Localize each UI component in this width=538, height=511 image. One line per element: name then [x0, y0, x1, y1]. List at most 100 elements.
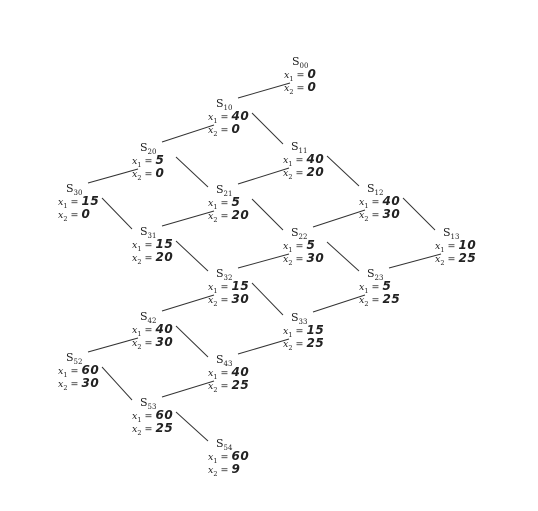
- x1-value: 40: [231, 365, 250, 379]
- edge-S10-S11: [251, 112, 284, 145]
- x1-value: 15: [306, 323, 325, 337]
- x1-row: x1 = 60: [132, 408, 174, 424]
- x2-row: x2 = 25: [435, 251, 477, 267]
- edge-S42-S43: [175, 325, 209, 358]
- x2-row: x2 = 25: [208, 378, 250, 394]
- x1-row: x1 = 0: [284, 67, 317, 83]
- state-index: 20: [147, 148, 157, 157]
- x1-row: x1 = 15: [283, 323, 325, 339]
- edge-S42-S52: [87, 337, 139, 353]
- x1-row: x1 = 40: [208, 365, 250, 381]
- x1-value: 5: [382, 279, 392, 293]
- edge-S20-S30: [87, 168, 139, 184]
- edge-S12-S22: [312, 209, 366, 228]
- state-label: S21: [216, 183, 233, 199]
- x2-value: 0: [307, 80, 317, 94]
- x1-row: x1 = 15: [58, 194, 100, 210]
- x2-value: 25: [155, 421, 174, 435]
- x2-row: x2 = 20: [208, 208, 250, 224]
- x2-row: x2 = 30: [58, 376, 100, 392]
- edge-S11-S21: [237, 167, 290, 185]
- state-index: 00: [299, 62, 309, 71]
- state-index: 22: [298, 233, 308, 242]
- x1-row: x1 = 10: [435, 238, 477, 254]
- x1-row: x1 = 5: [132, 153, 165, 169]
- state-label: S10: [216, 97, 233, 113]
- state-label: S52: [66, 351, 83, 367]
- state-index: 42: [147, 317, 157, 326]
- state-label: S11: [291, 140, 308, 156]
- state-index: 23: [374, 274, 384, 283]
- x1-value: 40: [382, 194, 401, 208]
- x2-value: 9: [231, 462, 241, 476]
- x2-row: x2 = 30: [359, 207, 401, 223]
- edge-S21-S31: [161, 210, 215, 227]
- x2-value: 20: [306, 165, 325, 179]
- x2-value: 30: [382, 207, 401, 221]
- state-label: S42: [140, 310, 157, 326]
- state-label: S53: [140, 396, 157, 412]
- state-index: 33: [298, 318, 308, 327]
- x1-row: x1 = 60: [208, 449, 250, 465]
- edge-S22-S23: [326, 241, 360, 272]
- state-index: 52: [73, 358, 83, 367]
- x2-value: 0: [231, 122, 241, 136]
- x2-value: 30: [231, 292, 250, 306]
- edge-S32-S33: [251, 282, 284, 316]
- x1-value: 40: [231, 109, 250, 123]
- x1-row: x1 = 15: [132, 237, 174, 253]
- x1-value: 40: [306, 152, 325, 166]
- x2-value: 30: [81, 376, 100, 390]
- edge-S32-S42: [161, 294, 215, 312]
- state-index: 30: [73, 189, 83, 198]
- state-index: 21: [223, 190, 233, 199]
- x2-row: x2 = 20: [132, 250, 174, 266]
- edge-S43-S53: [161, 380, 215, 398]
- edge-S10-S20: [161, 124, 215, 143]
- x2-value: 0: [81, 207, 91, 221]
- x1-value: 5: [231, 195, 241, 209]
- x2-row: x2 = 0: [208, 122, 241, 138]
- x2-value: 30: [155, 335, 174, 349]
- x1-row: x1 = 40: [132, 322, 174, 338]
- x1-value: 60: [231, 449, 250, 463]
- state-index: 13: [450, 233, 460, 242]
- x1-value: 15: [155, 237, 174, 251]
- x1-value: 5: [306, 238, 316, 252]
- state-label: S30: [66, 182, 83, 198]
- x2-row: x2 = 25: [359, 292, 401, 308]
- edge-S21-S22: [251, 198, 284, 231]
- x1-row: x1 = 5: [283, 238, 316, 254]
- state-label: S32: [216, 267, 233, 283]
- x1-value: 15: [231, 279, 250, 293]
- edge-S23-S33: [312, 294, 366, 313]
- state-label: S33: [291, 311, 308, 327]
- x1-value: 5: [155, 153, 165, 167]
- state-label: S43: [216, 353, 233, 369]
- edge-S52-S53: [101, 366, 133, 401]
- state-label: S31: [140, 225, 157, 241]
- state-label: S23: [367, 267, 384, 283]
- x2-row: x2 = 0: [58, 207, 91, 223]
- edge-S33-S43: [237, 338, 290, 355]
- x2-row: x2 = 30: [283, 251, 325, 267]
- x1-value: 10: [458, 238, 477, 252]
- x2-row: x2 = 0: [284, 80, 317, 96]
- x2-value: 25: [306, 336, 325, 350]
- x2-row: x2 = 9: [208, 462, 241, 478]
- state-label: S12: [367, 182, 384, 198]
- x1-value: 0: [307, 67, 317, 81]
- x1-row: x1 = 40: [283, 152, 325, 168]
- state-label: S54: [216, 437, 233, 453]
- state-index: 12: [374, 189, 384, 198]
- x2-row: x2 = 25: [283, 336, 325, 352]
- x1-value: 60: [81, 363, 100, 377]
- x1-value: 15: [81, 194, 100, 208]
- x2-value: 20: [155, 250, 174, 264]
- x2-value: 20: [231, 208, 250, 222]
- x2-value: 25: [458, 251, 477, 265]
- state-index: 53: [147, 403, 157, 412]
- x2-value: 30: [306, 251, 325, 265]
- x2-row: x2 = 30: [132, 335, 174, 351]
